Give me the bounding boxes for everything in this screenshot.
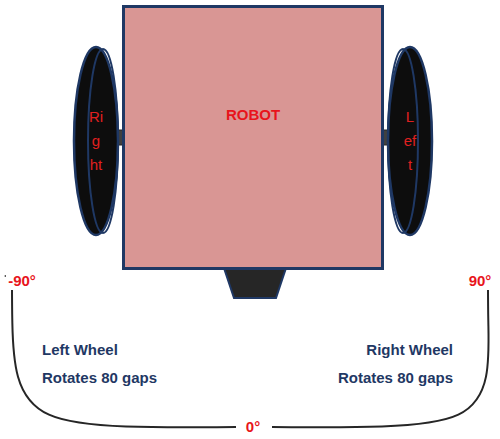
rotation-arc [12, 276, 236, 427]
rotation-arc [272, 276, 489, 427]
caster [224, 268, 286, 298]
wheel-label: Right [89, 105, 104, 177]
robot-body: ROBOT [122, 5, 384, 270]
angle-label: 90° [467, 272, 494, 290]
wheel: Left [386, 45, 434, 237]
wheel-note: Right Wheel [364, 341, 455, 359]
angle-label: -90° [6, 272, 38, 290]
wheel-note: Rotates 80 gaps [336, 369, 455, 387]
wheel-note: Left Wheel [40, 341, 120, 359]
wheel: Right [72, 45, 120, 237]
angle-label: 0° [244, 418, 262, 436]
wheel-label: Left [403, 105, 418, 177]
wheel-note: Rotates 80 gaps [40, 369, 159, 387]
robot-label: ROBOT [226, 106, 280, 124]
